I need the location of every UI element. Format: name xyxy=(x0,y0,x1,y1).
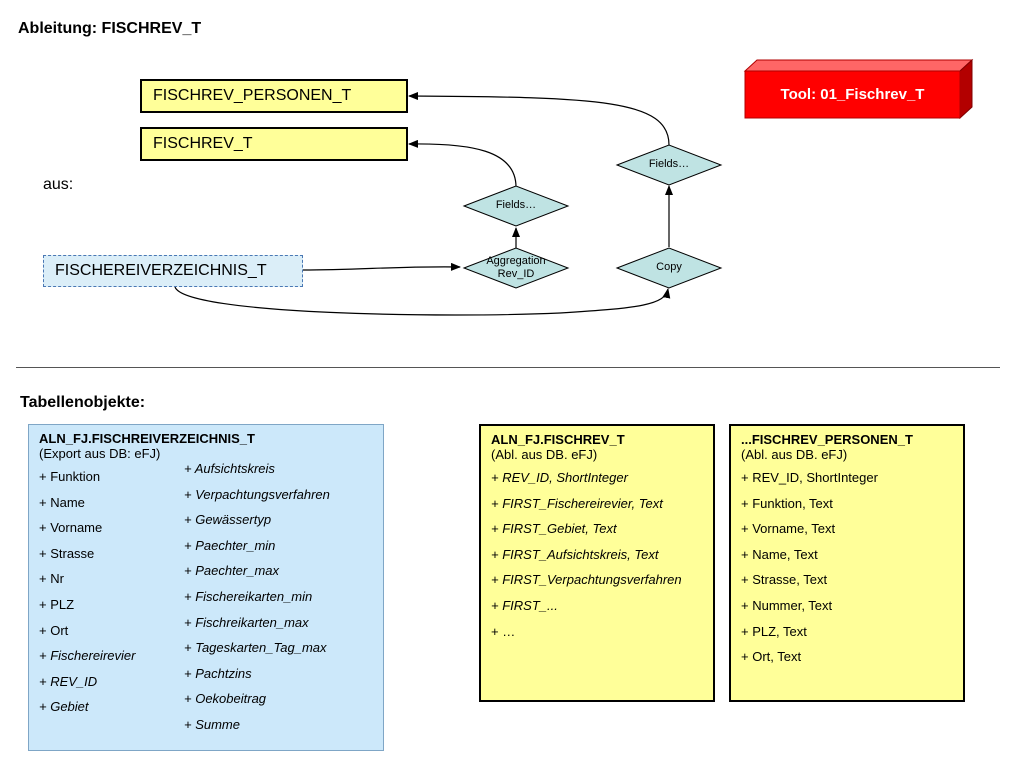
fields-diamond-left[interactable] xyxy=(462,185,570,227)
output-personen-box[interactable]: FISCHREV_PERSONEN_T xyxy=(140,79,408,113)
fields-left-label: Fields… xyxy=(495,199,537,211)
field-item: + Gewässertyp xyxy=(184,512,272,528)
field-item: + Paechter_min xyxy=(184,537,276,553)
table-column-right: + Aufsichtskreis + Verpachtungsverfahren… xyxy=(184,456,330,738)
table-subtitle: (Abl. aus DB. eFJ) xyxy=(741,447,848,462)
diagram-canvas xyxy=(174,58,974,316)
table-title: ALN_FJ.FISCHREV_T xyxy=(491,432,625,447)
table-fischrev: ALN_FJ.FISCHREV_T (Abl. aus DB. eFJ) + R… xyxy=(479,424,715,702)
field-item: + Vorname xyxy=(39,520,103,536)
tool-box[interactable] xyxy=(743,58,974,120)
field-item: + Strasse xyxy=(39,545,95,561)
field-item: + REV_ID, ShortInteger xyxy=(491,470,628,485)
aggregation-diamond[interactable] xyxy=(462,247,570,289)
field-item: + Strasse, Text xyxy=(741,572,828,588)
section-heading: Tabellenobjekte: xyxy=(20,394,146,411)
copy-diamond[interactable] xyxy=(615,247,723,289)
field-item: + Summe xyxy=(184,716,240,732)
fields-right-label: Fields… xyxy=(648,158,690,170)
table-title: ...FISCHREV_PERSONEN_T xyxy=(741,432,913,447)
aggregation-label-line2: Rev_ID xyxy=(497,268,535,280)
connector-source-to-aggregation xyxy=(302,262,461,271)
field-item: + Oekobeitrag xyxy=(184,691,267,707)
field-item: + FIRST_Verpachtungsverfahren xyxy=(491,572,682,588)
page-title: Ableitung: FISCHREV_T xyxy=(18,20,202,37)
field-item: + Fischreikarten_max xyxy=(184,614,309,630)
field-item: + Nummer, Text xyxy=(741,597,833,613)
field-item: + … xyxy=(491,623,516,639)
table-title: ALN_FJ.FISCHREIVERZEICHNIS_T xyxy=(39,431,255,446)
field-item: + Funktion xyxy=(39,469,101,484)
field-item: + REV_ID, ShortInteger xyxy=(741,470,878,485)
table-column: + REV_ID, ShortInteger + Funktion, Text … xyxy=(741,465,953,670)
field-item: + Gebiet xyxy=(39,699,89,715)
table-subtitle: (Abl. aus DB. eFJ) xyxy=(491,447,598,462)
field-item: + REV_ID xyxy=(39,673,98,689)
connector-source-to-copy xyxy=(174,286,671,316)
copy-label: Copy xyxy=(656,261,682,273)
table-subtitle: (Export aus DB: eFJ) xyxy=(39,446,161,461)
field-item: + FIRST_... xyxy=(491,597,558,613)
field-item: + FIRST_Aufsichtskreis, Text xyxy=(491,546,659,562)
field-item: + Name xyxy=(39,494,85,510)
output-fischrev-box[interactable]: FISCHREV_T xyxy=(140,127,408,161)
aus-label: aus: xyxy=(43,176,74,193)
source-box[interactable]: FISCHEREIVERZEICHNIS_T xyxy=(43,255,303,287)
field-item: + Vorname, Text xyxy=(741,521,836,537)
field-item: + Ort xyxy=(39,622,69,638)
field-item: + Nr xyxy=(39,571,64,587)
field-item: + PLZ xyxy=(39,596,75,612)
field-item: + Funktion, Text xyxy=(741,495,833,511)
connector-fields-to-personen xyxy=(408,92,670,146)
field-item: + Paechter_max xyxy=(184,563,280,579)
field-item: + Fischereirevier xyxy=(39,648,136,664)
fields-diamond-right[interactable] xyxy=(615,144,723,186)
field-item: + FIRST_Gebiet, Text xyxy=(491,521,617,537)
field-item: + Tageskarten_Tag_max xyxy=(184,640,327,656)
tool-label[interactable]: Tool: 01_Fischrev_T xyxy=(780,86,925,103)
field-item: + Verpachtungsverfahren xyxy=(184,486,330,502)
table-personen: ...FISCHREV_PERSONEN_T (Abl. aus DB. eFJ… xyxy=(729,424,965,702)
table-verzeichnis: ALN_FJ.FISCHREIVERZEICHNIS_T (Export aus… xyxy=(28,424,384,751)
table-column-left: + Funktion + Name + Vorname + Strasse + … xyxy=(39,464,373,720)
connector-fields-to-fischrev xyxy=(408,139,517,188)
field-item: + Ort, Text xyxy=(741,649,802,665)
field-item: + Pachtzins xyxy=(184,665,252,681)
field-item: + FIRST_Fischereirevier, Text xyxy=(491,495,663,511)
section-divider xyxy=(16,367,1000,368)
aggregation-label-line1: Aggregation xyxy=(486,255,546,267)
aggregation-label: Aggregation Rev_ID xyxy=(472,255,560,281)
field-item: + Aufsichtskreis xyxy=(184,461,275,476)
table-column: + REV_ID, ShortInteger + FIRST_Fischerei… xyxy=(491,465,703,644)
field-item: + PLZ, Text xyxy=(741,623,807,639)
field-item: + Name, Text xyxy=(741,546,818,562)
field-item: + Fischereikarten_min xyxy=(184,588,313,604)
